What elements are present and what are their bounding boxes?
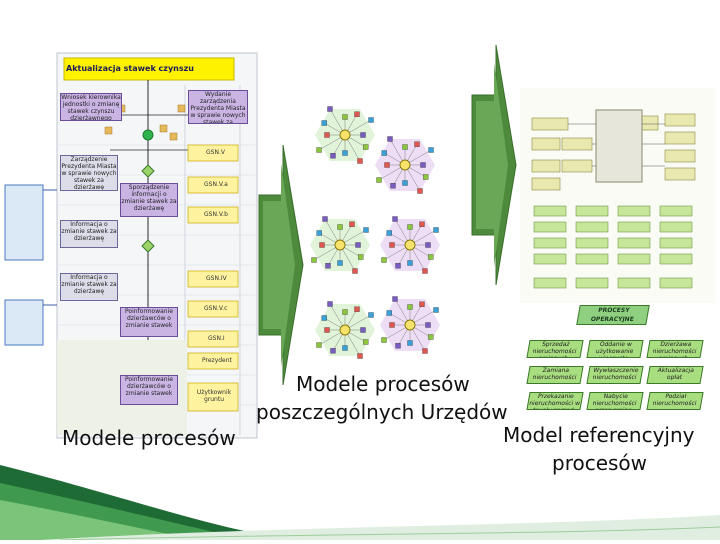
middle-collage-canvas — [310, 106, 440, 359]
step-box-notify: Poinformowanie dzierżawców o zmianie sta… — [120, 307, 178, 337]
step-box-request: Wniosek kierownika jednostki o zmianę st… — [60, 93, 122, 121]
caption-left: Modele procesów — [62, 426, 236, 450]
right-top-diagram — [520, 88, 715, 303]
reference-box-8: Podział nieruchomości — [646, 392, 704, 410]
lane-label-7: Użytkownik gruntu — [196, 389, 232, 403]
lane-label-6: Prezydent — [202, 357, 232, 364]
lane-label-1: GSN.V.a — [204, 181, 228, 188]
arrow-middle-to-right — [468, 44, 520, 289]
step-box-order: Zarządzenie Prezydenta Miasta w sprawie … — [60, 155, 118, 191]
reference-box-4: Wywłaszczenie nieruchomości — [586, 366, 644, 384]
reference-box-5: Aktualizacja opłat — [646, 366, 704, 384]
step-box-order-top: Wydanie zarządzenia Prezydenta Miasta w … — [188, 90, 248, 124]
middle-models-collage — [300, 95, 470, 385]
lane-label-3: GSN.IV — [206, 275, 227, 282]
step-box-prepare-info: Sporządzenie informacji o zmianie stawek… — [120, 183, 178, 217]
step-box-info-1: Informacja o zmianie stawek za dzierżawę — [60, 220, 118, 248]
reference-box-1: Oddanie w użytkowanie wieczyste — [586, 340, 644, 358]
left-process-diagram: Aktualizacja stawek czynszu dzierżawnego… — [0, 45, 260, 445]
lane-label-5: GSN.I — [208, 335, 225, 342]
caption-right-line2: procesów — [552, 451, 648, 475]
caption-right-line1: Model referencyjny — [503, 423, 695, 447]
footer-swoosh — [0, 455, 720, 541]
reference-box-2: Dzierżawa nieruchomości gminnych — [646, 340, 704, 358]
reference-box-6: Przekazanie nieruchomości w trwały zarzą… — [526, 392, 584, 410]
reference-box-3: Zamiana nieruchomości — [526, 366, 584, 384]
reference-header: PROCESY OPERACYJNE — [576, 305, 650, 325]
caption-middle-line1: Modele procesów — [296, 372, 470, 396]
step-box-info-2: Informacja o zmianie stawek za dzierżawę — [60, 273, 118, 301]
arrow-left-to-middle — [255, 144, 307, 389]
caption-middle-line2: poszczególnych Urzędów — [256, 400, 508, 424]
lane-label-4: GSN.V.c — [204, 305, 228, 312]
reference-box-7: Nabycie nieruchomości przez gminę — [586, 392, 644, 410]
step-box-notify-2: Poinformowanie dzierżawców o zmianie sta… — [120, 375, 178, 405]
reference-box-0: Sprzedaż nieruchomości gminnych — [526, 340, 584, 358]
lane-label-2: GSN.V.b — [204, 211, 228, 218]
diagram-title: Aktualizacja stawek czynszu dzierżawnego — [66, 64, 194, 73]
lane-label-0: GSN.V — [206, 149, 225, 156]
